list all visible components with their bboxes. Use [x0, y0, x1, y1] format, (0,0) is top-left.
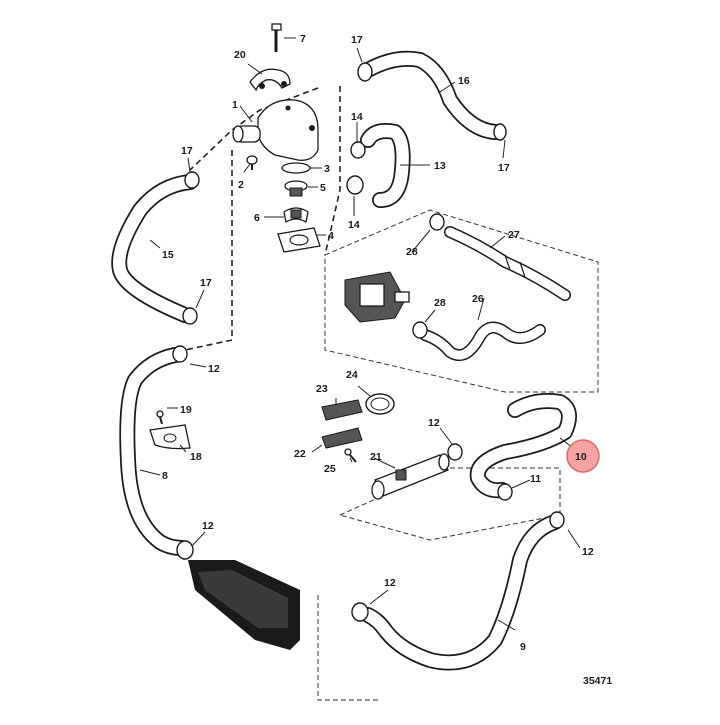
heater-module: [344, 271, 410, 323]
callout-3: 3: [324, 163, 330, 175]
callout-12-right: 12: [582, 546, 594, 558]
callout-highlight: [566, 439, 600, 473]
hose-13: [360, 123, 411, 208]
assembly-line-left: [184, 150, 233, 351]
callout-17-top: 17: [351, 34, 363, 46]
callout-1: 1: [232, 99, 238, 111]
callout-16: 16: [458, 75, 470, 87]
callout-13: 13: [434, 160, 446, 172]
thermostat-housing: [232, 99, 319, 161]
figure-number: 35471: [583, 675, 612, 687]
callout-21: 21: [370, 451, 382, 463]
callout-17-left: 17: [181, 145, 193, 157]
pad-upper: [321, 399, 363, 421]
base-gasket: [277, 227, 321, 253]
callout-7: 7: [300, 33, 306, 45]
callout-28-lower: 28: [434, 297, 446, 309]
callout-25: 25: [324, 463, 336, 475]
callout-26: 26: [472, 293, 484, 305]
hose-15: [111, 174, 198, 323]
bracket-screw: [156, 410, 164, 425]
callout-14-bottom: 14: [348, 219, 360, 231]
assembly-line-top: [189, 87, 319, 171]
screw: [344, 448, 357, 463]
callout-14-top: 14: [351, 111, 363, 123]
exhaust-manifold-face: [198, 570, 288, 628]
hose-26: [419, 321, 546, 361]
callout-6: 6: [254, 212, 260, 224]
callout-18: 18: [190, 451, 202, 463]
callout-27: 27: [508, 229, 520, 241]
fuel-cooler: [371, 453, 450, 500]
hose-10: [469, 393, 577, 499]
callout-17-lower: 17: [200, 277, 212, 289]
callout-12-bottom: 12: [384, 577, 396, 589]
gasket: [281, 162, 311, 174]
callout-8: 8: [162, 470, 168, 482]
hose-16: [360, 50, 503, 140]
module-frame-middle: [338, 467, 561, 541]
callout-12-center: 12: [428, 417, 440, 429]
bracket: [249, 68, 291, 92]
hose-27: [444, 226, 571, 301]
callout-24: 24: [346, 369, 358, 381]
hose-9: [360, 514, 563, 671]
module-frame-upper: [324, 209, 599, 393]
band-clamp: [365, 393, 395, 415]
callout-11: 11: [530, 473, 541, 485]
callout-23: 23: [316, 383, 328, 395]
callout-22: 22: [294, 448, 306, 460]
callout-4: 4: [328, 230, 334, 242]
callout-10: 10: [575, 451, 587, 463]
callout-9: 9: [520, 641, 526, 653]
assembly-line-right: [324, 86, 341, 256]
fitting: [246, 155, 258, 170]
callout-12-lower-left: 12: [202, 520, 214, 532]
callout-12-upper-left: 12: [208, 363, 220, 375]
thermostat: [284, 180, 308, 197]
callout-2: 2: [238, 179, 244, 191]
callout-20: 20: [234, 49, 246, 61]
callout-15: 15: [162, 249, 174, 261]
hose-clamps: [172, 62, 565, 622]
mount-bracket: [149, 424, 191, 450]
hose-8: [119, 347, 190, 556]
callout-19: 19: [180, 404, 192, 416]
pad-lower: [321, 427, 363, 449]
callout-5: 5: [320, 182, 326, 194]
leader-lines: [139, 37, 581, 631]
bolt: [271, 23, 282, 52]
callout-17-right: 17: [498, 162, 510, 174]
seal: [283, 207, 309, 224]
module-frame-lower: [317, 595, 380, 701]
callout-28-upper: 28: [406, 246, 418, 258]
